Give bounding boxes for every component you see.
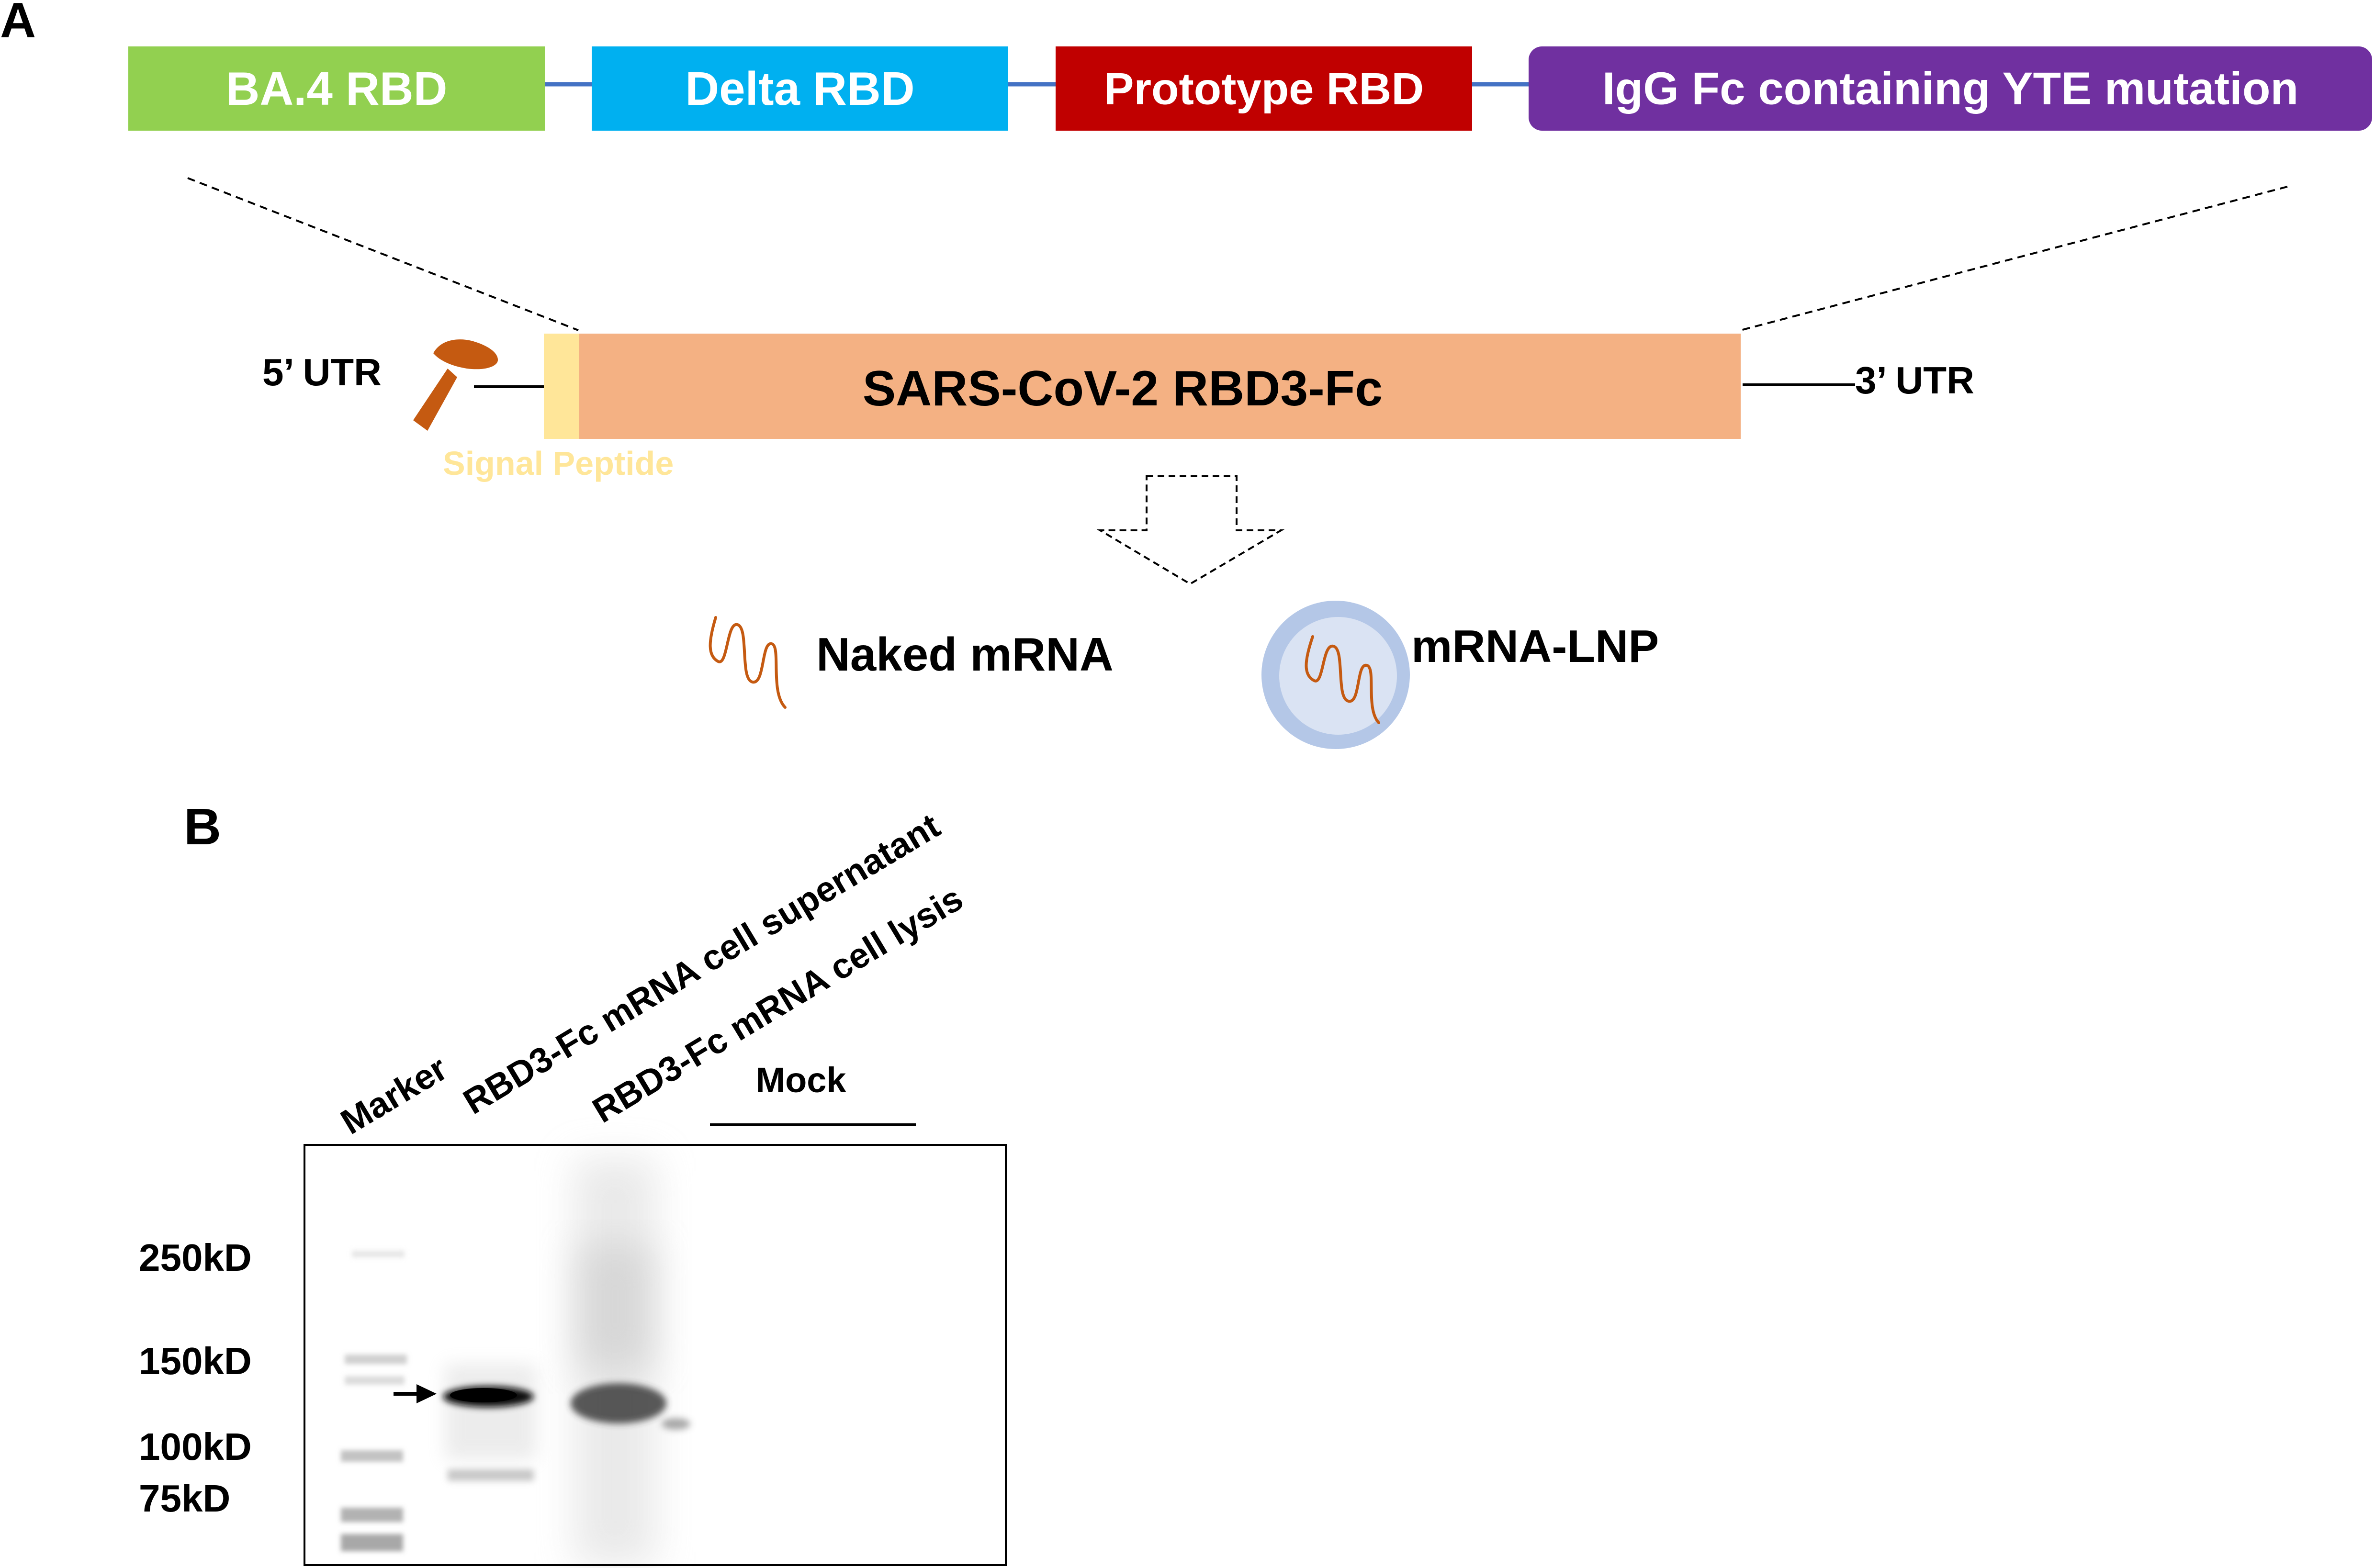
marker-band-100 (341, 1450, 403, 1462)
zoom-line-right (1740, 186, 2288, 331)
supernatant-band-core (450, 1388, 517, 1402)
domain-box-fc-label: IgG Fc containing YTE mutation (1602, 63, 2298, 114)
marker-band-150 (345, 1355, 407, 1364)
lysis-band (571, 1383, 666, 1423)
marker-band-250 (352, 1251, 405, 1257)
lane-label-marker: Marker (334, 1048, 454, 1142)
panel-a: A BA.4 RBD Delta RBD Prototype RBD IgG F… (0, 0, 2372, 749)
domain-box-prototype: Prototype RBD (1056, 46, 1472, 131)
marker-band-130 (345, 1376, 405, 1385)
marker-band-75 (341, 1508, 403, 1522)
domain-box-ba4-label: BA.4 RBD (226, 62, 448, 115)
mrna-construct: 5’ UTR SARS-CoV-2 RBD3-Fc Signal Peptide… (262, 334, 1974, 482)
rbd3-fc-label: SARS-CoV-2 RBD3-Fc (863, 361, 1383, 416)
utr3-label: 3’ UTR (1855, 359, 1974, 402)
domain-box-fc-fill (1529, 46, 2372, 131)
signal-peptide-segment (544, 334, 579, 439)
domain-box-delta: Delta RBD (592, 46, 1008, 131)
zoom-line-left (187, 177, 579, 331)
mw-label-100: 100kD (139, 1425, 252, 1468)
mrna-lnp: mRNA-LNP (1261, 601, 1659, 749)
panel-a-label: A (0, 0, 36, 48)
domain-box-delta-label: Delta RBD (685, 62, 914, 115)
utr5-label: 5’ UTR (262, 351, 382, 393)
rbd3-fc-segment (579, 334, 1741, 439)
domain-box-fc: IgG Fc containing YTE mutation (1529, 46, 2372, 131)
zoom-lines (187, 177, 2288, 331)
band-arrow-head (416, 1384, 437, 1403)
lane-label-mock: Mock (755, 1060, 846, 1100)
marker-band-60 (341, 1534, 403, 1551)
naked-mrna-label: Naked mRNA (816, 628, 1114, 681)
cap-icon-head (433, 339, 498, 370)
cap-icon-stem (413, 369, 457, 431)
lnp-inner-icon (1279, 617, 1397, 735)
domain-box-ba4: BA.4 RBD (128, 46, 545, 131)
panel-b: B Marker RBD3-Fc mRNA cell supernatant R… (139, 797, 1007, 1566)
marker-ladder (341, 1251, 407, 1551)
mrna-lnp-label: mRNA-LNP (1411, 621, 1659, 672)
down-arrow-icon (1096, 475, 1285, 585)
domain-box-delta-fill (592, 46, 1008, 131)
western-blot (304, 1144, 1007, 1566)
mw-label-150: 150kD (139, 1340, 252, 1382)
naked-mrna-squiggle-icon (709, 616, 787, 709)
mw-label-75: 75kD (139, 1477, 230, 1520)
band-arrow-icon (394, 1384, 437, 1403)
cap-icon (413, 339, 498, 431)
signal-peptide-label: Signal Peptide (443, 445, 674, 482)
naked-mrna: Naked mRNA (709, 616, 1114, 709)
domain-box-ba4-fill (128, 46, 545, 131)
blot-border (304, 1144, 1007, 1566)
mw-label-250: 250kD (139, 1236, 252, 1279)
domain-box-prototype-label: Prototype RBD (1104, 64, 1424, 114)
domain-box-prototype-fill (1056, 46, 1472, 131)
lysis-lane-smear-upper (577, 1244, 653, 1369)
lysis-band-tail (662, 1418, 690, 1430)
supernatant-lower-band (448, 1469, 534, 1481)
supernatant-halo (445, 1364, 536, 1460)
lnp-mrna-squiggle-icon (1305, 635, 1380, 724)
panel-b-label: B (184, 797, 221, 855)
